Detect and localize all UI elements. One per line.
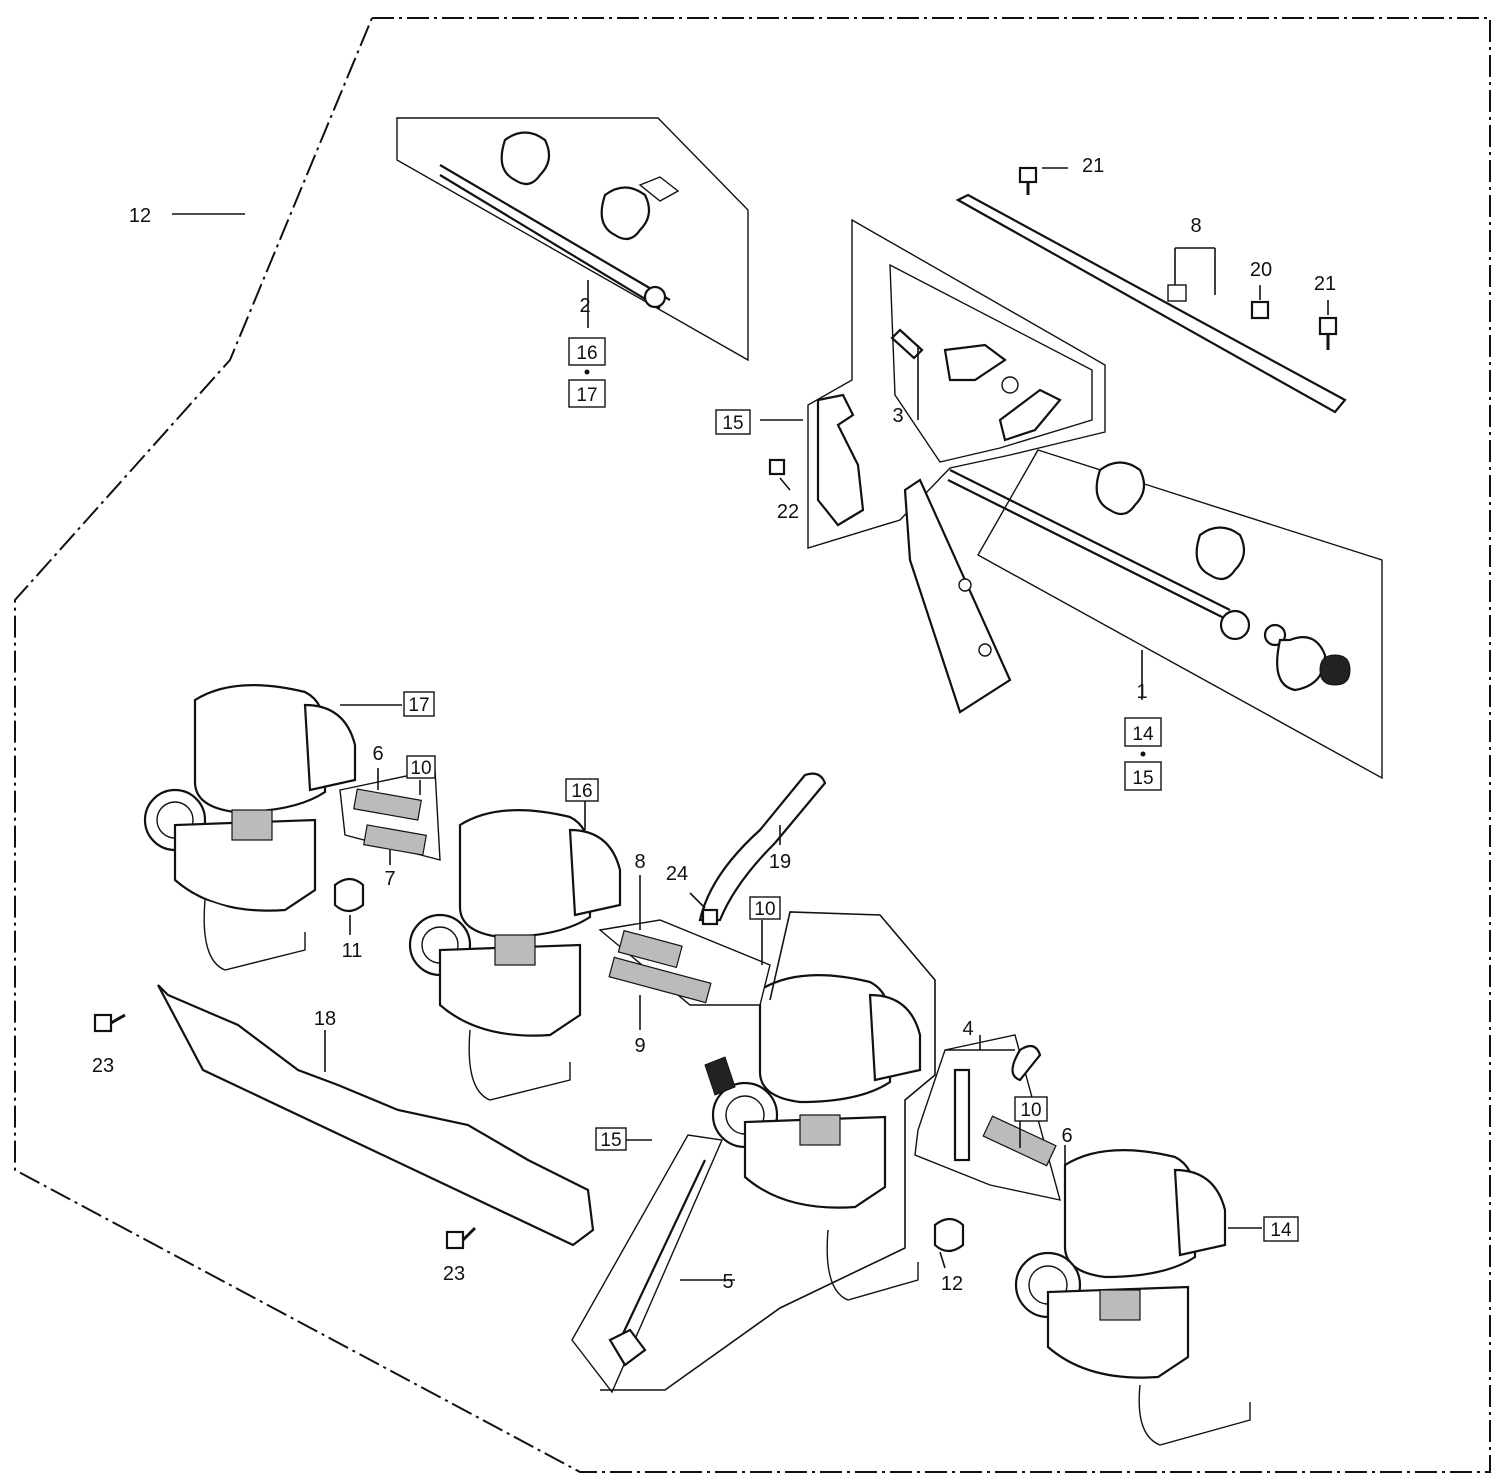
callout-20: 20 bbox=[1250, 259, 1272, 281]
carburetor-2 bbox=[408, 809, 622, 1101]
screw-21-top bbox=[1018, 166, 1068, 195]
callout-6-left: 6 bbox=[372, 743, 383, 765]
leader-22 bbox=[779, 477, 791, 491]
carb3-section-line bbox=[600, 911, 936, 1391]
callout-12-left: 11 bbox=[342, 940, 363, 962]
screw-23-bottom bbox=[445, 1226, 477, 1250]
callout-9: 8 bbox=[1190, 215, 1201, 237]
boxed-callout-10-mid: 10 bbox=[749, 896, 781, 920]
callout-13: 12 bbox=[129, 205, 151, 227]
boxed-callout-17-carb1: 17 bbox=[403, 691, 435, 717]
svg-text:16: 16 bbox=[576, 343, 597, 364]
boxed-callout-15-right: 15 bbox=[1124, 761, 1162, 791]
boxed-callout-14-right: 14 bbox=[1124, 717, 1162, 747]
callout-12-right: 12 bbox=[941, 1273, 963, 1295]
connector-bar bbox=[903, 478, 1012, 714]
svg-text:15: 15 bbox=[600, 1130, 621, 1151]
boxed-callout-16-carb2: 16 bbox=[565, 778, 599, 802]
throttle-stop-screw-5-panel bbox=[571, 1134, 735, 1394]
boxed-callout-10-right: 10 bbox=[1014, 1096, 1048, 1122]
joint-pipes-6-7 bbox=[339, 768, 441, 865]
svg-text:14: 14 bbox=[1132, 724, 1154, 745]
fuel-pipe-19 bbox=[698, 772, 827, 922]
svg-text:10: 10 bbox=[410, 758, 431, 779]
svg-text:17: 17 bbox=[576, 385, 597, 406]
callout-2: 2 bbox=[579, 295, 590, 317]
callout-4: 4 bbox=[962, 1018, 973, 1040]
svg-text:10: 10 bbox=[1020, 1100, 1041, 1121]
leader-12b bbox=[939, 1251, 946, 1269]
callout-23-bottom: 23 bbox=[443, 1263, 465, 1285]
callout-24: 24 bbox=[666, 863, 688, 885]
callout-23-left: 23 bbox=[92, 1055, 114, 1077]
throttle-link-3-panel bbox=[768, 218, 1106, 549]
boxed-callout-17-top: 17 bbox=[568, 379, 606, 408]
spring-12-right bbox=[933, 1217, 965, 1253]
stay-plate-18 bbox=[157, 984, 595, 1247]
carburetor-4 bbox=[1014, 1149, 1262, 1446]
carburetor-3 bbox=[704, 974, 922, 1301]
callout-1: 1 bbox=[1136, 681, 1147, 703]
carburetor-1 bbox=[143, 684, 402, 971]
clamp-24 bbox=[689, 892, 719, 926]
boxed-callout-14-carb4: 14 bbox=[1263, 1216, 1299, 1242]
throttle-shaft-9 bbox=[955, 193, 1347, 414]
screw-23-left bbox=[93, 1013, 126, 1033]
callout-11: 9 bbox=[634, 1035, 645, 1057]
boxed-callout-15-left: 15 bbox=[715, 409, 751, 435]
callout-7: 7 bbox=[384, 868, 395, 890]
boxed-callout-10-left: 10 bbox=[406, 755, 436, 779]
link-plate-1-panel bbox=[947, 449, 1383, 780]
callout-18: 18 bbox=[314, 1008, 336, 1030]
svg-text:15: 15 bbox=[1132, 768, 1153, 789]
callout-6-right: 6 bbox=[1061, 1125, 1072, 1147]
callout-22: 22 bbox=[777, 501, 799, 523]
svg-text:15: 15 bbox=[722, 413, 743, 434]
svg-text:10: 10 bbox=[754, 899, 775, 920]
callout-3: 3 bbox=[892, 405, 903, 427]
spring-12-left bbox=[333, 877, 365, 913]
screw-21-right bbox=[1318, 300, 1338, 350]
callout-21-right: 21 bbox=[1314, 273, 1336, 295]
callout-21-top: 21 bbox=[1082, 155, 1104, 177]
boxed-callout-16-top: 16 bbox=[568, 337, 606, 366]
callout-19: 19 bbox=[769, 851, 791, 873]
joint-pipes-8-11 bbox=[598, 875, 771, 1030]
link-plate-2-panel bbox=[396, 117, 749, 362]
callout-8: 8 bbox=[634, 851, 645, 873]
boxed-callout-15-bottom: 15 bbox=[595, 1127, 627, 1151]
svg-text:14: 14 bbox=[1270, 1220, 1292, 1241]
callout-5: 5 bbox=[722, 1271, 733, 1293]
screw-20 bbox=[1250, 285, 1270, 320]
svg-text:16: 16 bbox=[571, 781, 592, 802]
svg-text:17: 17 bbox=[408, 695, 429, 716]
